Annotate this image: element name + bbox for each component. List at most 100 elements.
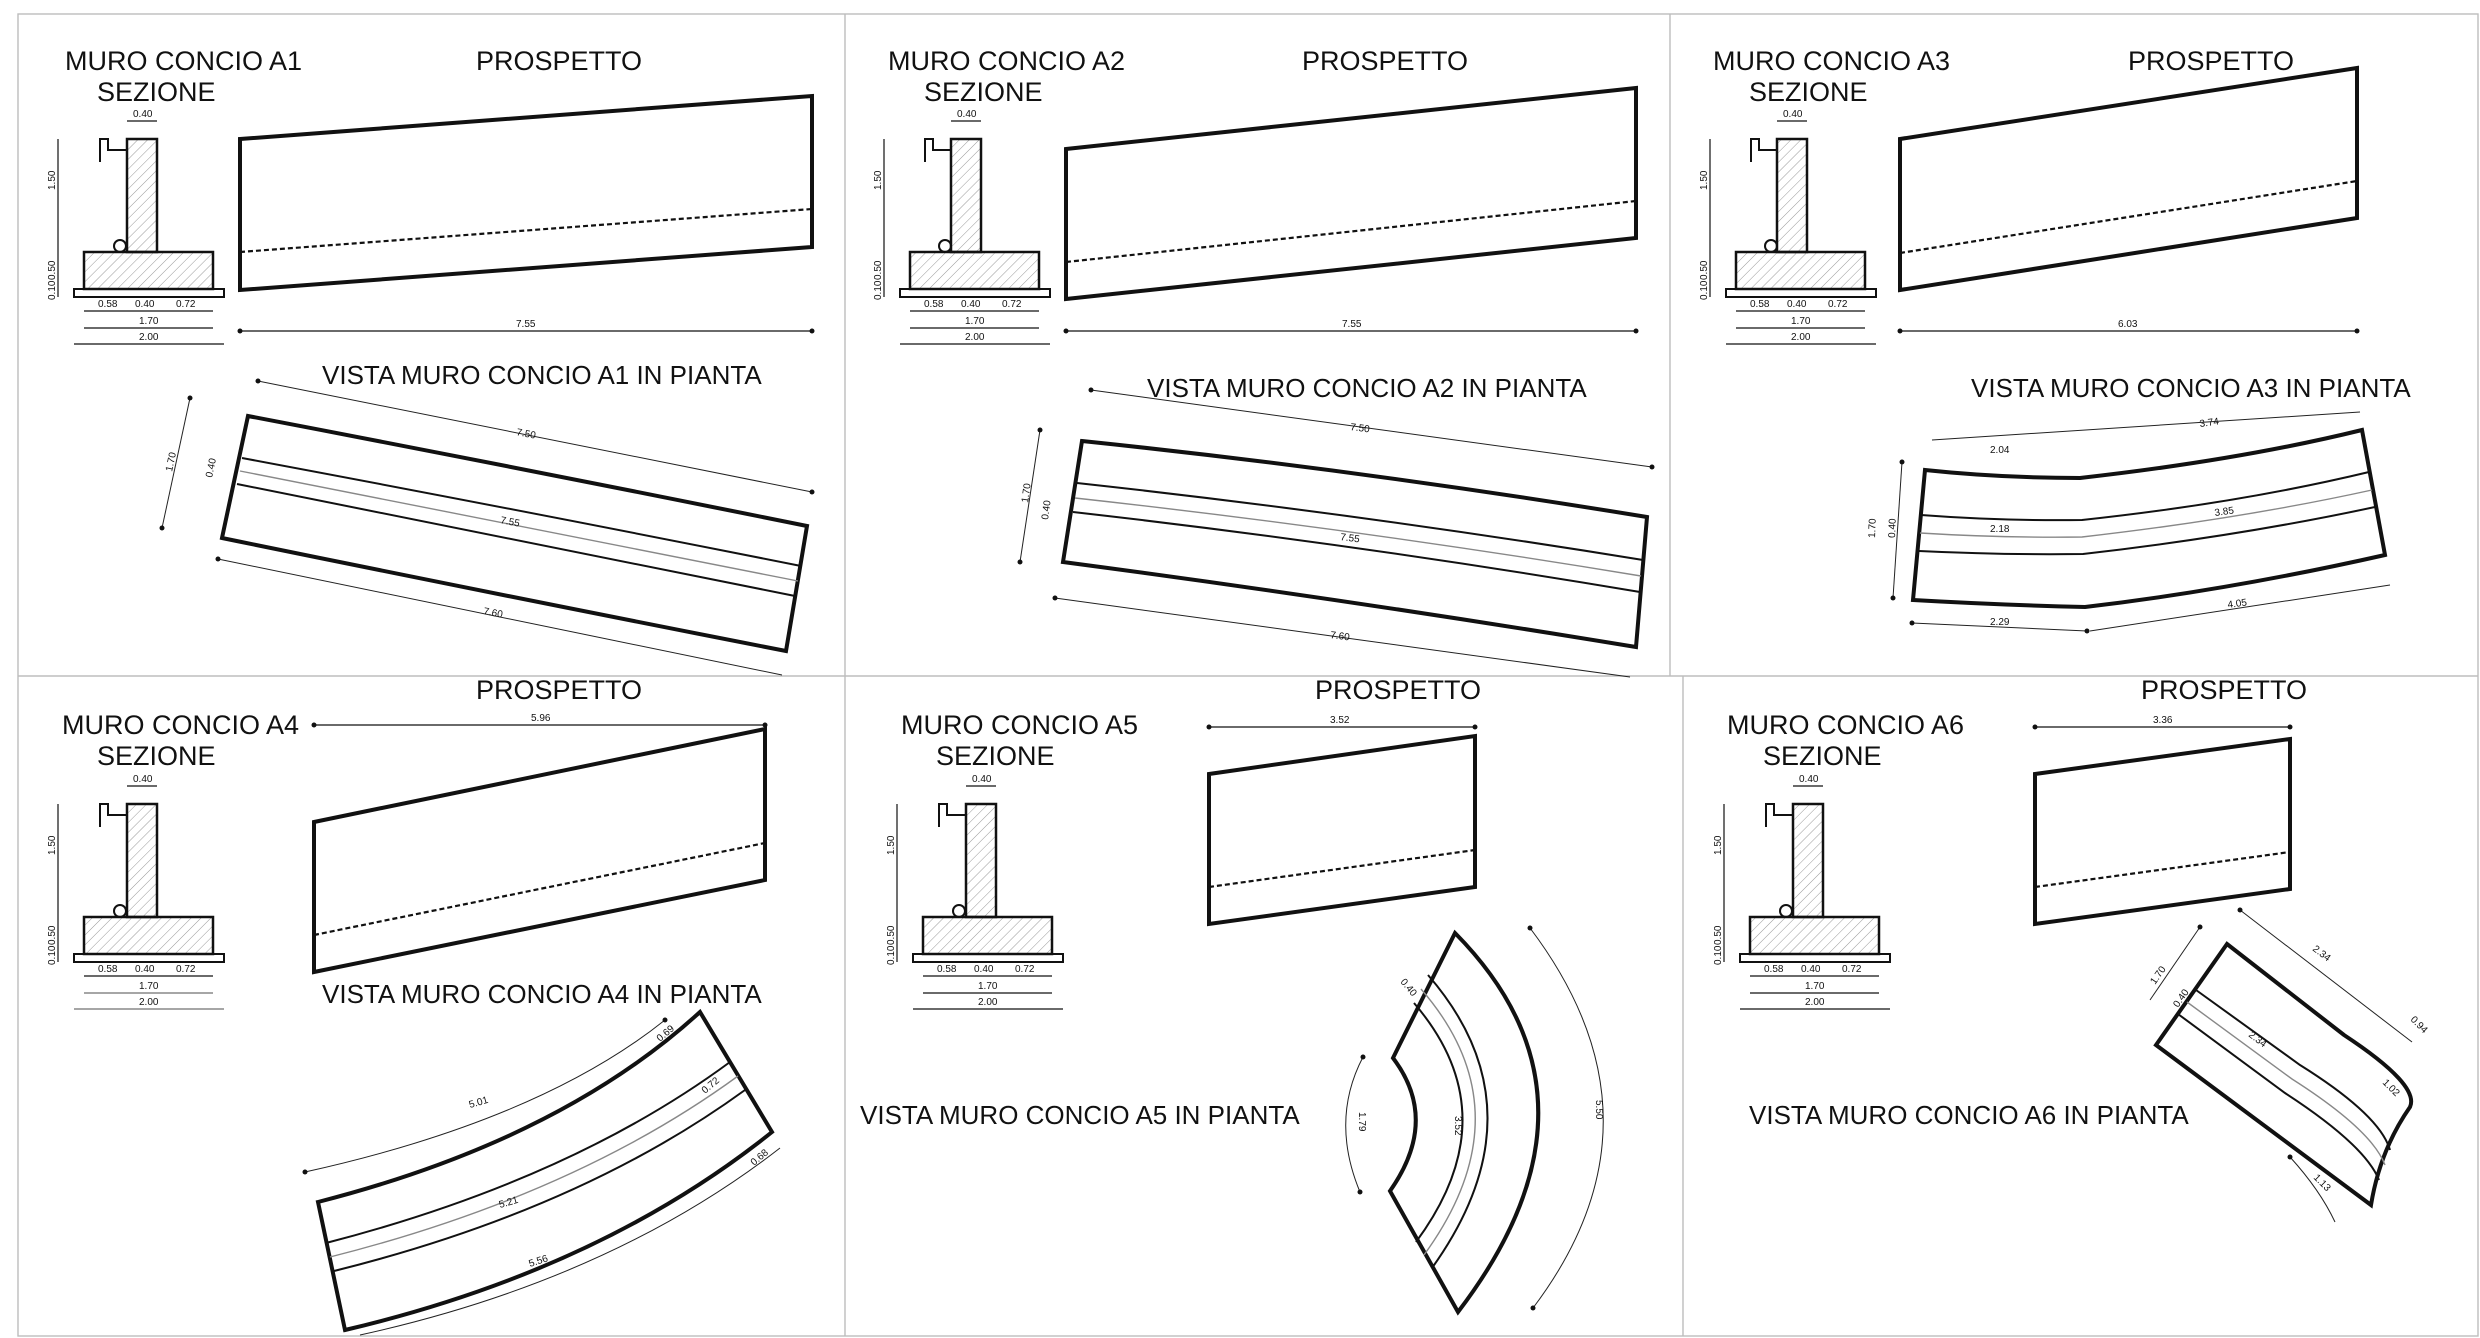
wall-section: 0.40 1.50 0.50 0.10 0.58 0.40 0.72 1.70 …	[873, 109, 1051, 345]
dim-arc-mid: 3.52	[1452, 1116, 1463, 1136]
dim-footing: 1.70	[139, 316, 159, 327]
dim-end-mid: 0.72	[700, 1075, 722, 1096]
footing-line	[313, 841, 766, 937]
dim-stem: 0.40	[135, 964, 155, 975]
dim-wall-length: 5.96	[531, 713, 551, 724]
wall-elevation: 3.52	[1206, 715, 1478, 927]
dim-stem-height: 1.50	[886, 835, 897, 855]
railing	[924, 138, 951, 162]
dim-arc-inner: 1.79	[1356, 1112, 1367, 1132]
wall-stem	[1775, 137, 1809, 254]
railing	[1750, 138, 1777, 162]
plan-outline	[219, 413, 810, 654]
elevation-outline	[1064, 85, 1638, 302]
dim-lean-height: 0.10	[1699, 280, 1710, 300]
dim-stem-width: 0.40	[1783, 109, 1803, 120]
dim-plan-width: 1.70	[164, 451, 179, 473]
plan-outline	[1910, 427, 2388, 610]
dim-toe: 0.58	[98, 964, 118, 975]
drain-pipe	[1764, 239, 1778, 253]
stem-line-front	[333, 1089, 746, 1272]
dim-arc-d: 3.85	[2214, 505, 2235, 519]
wall-section: 0.40 1.50 0.50 0.10 0.58 0.40 0.72 1.70 …	[1699, 109, 1877, 345]
section-label: SEZIONE	[97, 77, 216, 107]
dim-arc-mid: 7.55	[1340, 532, 1361, 545]
elevation-label: PROSPETTO	[2128, 46, 2294, 76]
dim-total: 2.00	[1791, 332, 1811, 343]
panel-title: MURO CONCIO A5	[901, 710, 1138, 740]
dim-footing: 1.70	[978, 981, 998, 992]
dim-lean-height: 0.10	[873, 280, 884, 300]
dim-arc-top: 0.94	[2408, 1014, 2430, 1036]
dim-footing-height: 0.50	[886, 925, 897, 945]
panel-a4: MURO CONCIO A4 SEZIONE PROSPETTO 0.40 1.…	[47, 675, 781, 1336]
stem-line-back	[241, 457, 802, 567]
footing-edge	[1081, 439, 1648, 519]
dim-footing-height: 0.50	[1699, 260, 1710, 280]
section-label: SEZIONE	[936, 741, 1055, 771]
axis-line	[2186, 1001, 2386, 1166]
stem-line-front	[2177, 1013, 2380, 1181]
dim-arc-outer: 5.50	[1593, 1100, 1604, 1120]
railing	[938, 803, 966, 827]
drain-pipe	[1779, 904, 1793, 918]
dim-stem: 0.40	[1398, 977, 1419, 999]
section-label: SEZIONE	[924, 77, 1043, 107]
wall-footing	[82, 915, 215, 956]
panel-title: MURO CONCIO A3	[1713, 46, 1950, 76]
dim-arc-mid: 5.21	[498, 1195, 520, 1211]
stem-line-back	[325, 1061, 731, 1244]
dim-footing-height: 0.50	[873, 260, 884, 280]
footing-edge	[247, 414, 808, 528]
wall-plan: 7.50 7.55 7.60 1.70 0.40	[1017, 387, 1655, 678]
wall-footing	[921, 915, 1054, 956]
dim-end-bottom: 0.68	[749, 1147, 771, 1168]
dim-toe: 0.58	[1750, 299, 1770, 310]
dim-footing-height: 0.50	[47, 260, 58, 280]
panel-title: MURO CONCIO A6	[1727, 710, 1964, 740]
dim-footing: 1.70	[1805, 981, 1825, 992]
stem-line-front	[1072, 511, 1641, 593]
elevation-label: PROSPETTO	[1315, 675, 1481, 705]
dim-stem: 0.40	[961, 299, 981, 310]
wall-section: 0.40 1.50 0.50 0.10 0.58 0.40 0.72 1.70 …	[886, 774, 1064, 1010]
plan-title: VISTA MURO CONCIO A6 IN PIANTA	[1749, 1100, 2189, 1130]
wall-plan: 5.50 0.40 1.79 3.52	[1345, 925, 1604, 1316]
lean-concrete	[73, 953, 225, 963]
railing	[1765, 803, 1793, 827]
dim-arc-outer: 5.01	[468, 1095, 490, 1111]
plan-title: VISTA MURO CONCIO A5 IN PIANTA	[860, 1100, 1300, 1130]
axis-line	[1074, 497, 1642, 577]
drain-pipe	[113, 904, 127, 918]
plan-outline	[2153, 941, 2414, 1209]
dim-stem-height: 1.50	[47, 835, 58, 855]
dim-wall-length: 6.03	[2118, 319, 2138, 330]
dim-heel: 0.72	[176, 299, 196, 310]
plan-title: VISTA MURO CONCIO A1 IN PIANTA	[322, 360, 762, 390]
wall-footing	[82, 250, 215, 291]
plan-title: VISTA MURO CONCIO A3 IN PIANTA	[1971, 373, 2411, 403]
dim-stem-height: 1.50	[1699, 170, 1710, 190]
panel-title: MURO CONCIO A4	[62, 710, 299, 740]
panel-a2: MURO CONCIO A2 SEZIONE PROSPETTO 0.40 1.…	[873, 46, 1655, 678]
elevation-label: PROSPETTO	[1302, 46, 1468, 76]
dim-plan-stem: 0.40	[204, 457, 219, 479]
axis-line	[239, 470, 799, 582]
lean-concrete	[912, 953, 1064, 963]
plan-title: VISTA MURO CONCIO A2 IN PIANTA	[1147, 373, 1587, 403]
wall-section: 0.40 1.50 0.50 0.10 0.58 0.40 0.72 1.70 …	[1713, 774, 1891, 1010]
lean-concrete	[1739, 953, 1891, 963]
wall-stem	[949, 137, 983, 254]
dim-stem-width: 0.40	[133, 109, 153, 120]
dim-heel: 0.72	[1842, 964, 1862, 975]
wall-elevation: 3.36	[2032, 715, 2293, 927]
wall-footing	[1734, 250, 1867, 291]
panel-grid	[17, 13, 2479, 1337]
lean-concrete	[1725, 288, 1877, 298]
footing-line	[1208, 848, 1476, 889]
stem-line-front	[1918, 506, 2376, 556]
plan-outline	[315, 1008, 775, 1333]
dim-stem-width: 0.40	[972, 774, 992, 785]
dim-heel: 0.72	[1828, 299, 1848, 310]
wall-stem	[964, 802, 998, 919]
